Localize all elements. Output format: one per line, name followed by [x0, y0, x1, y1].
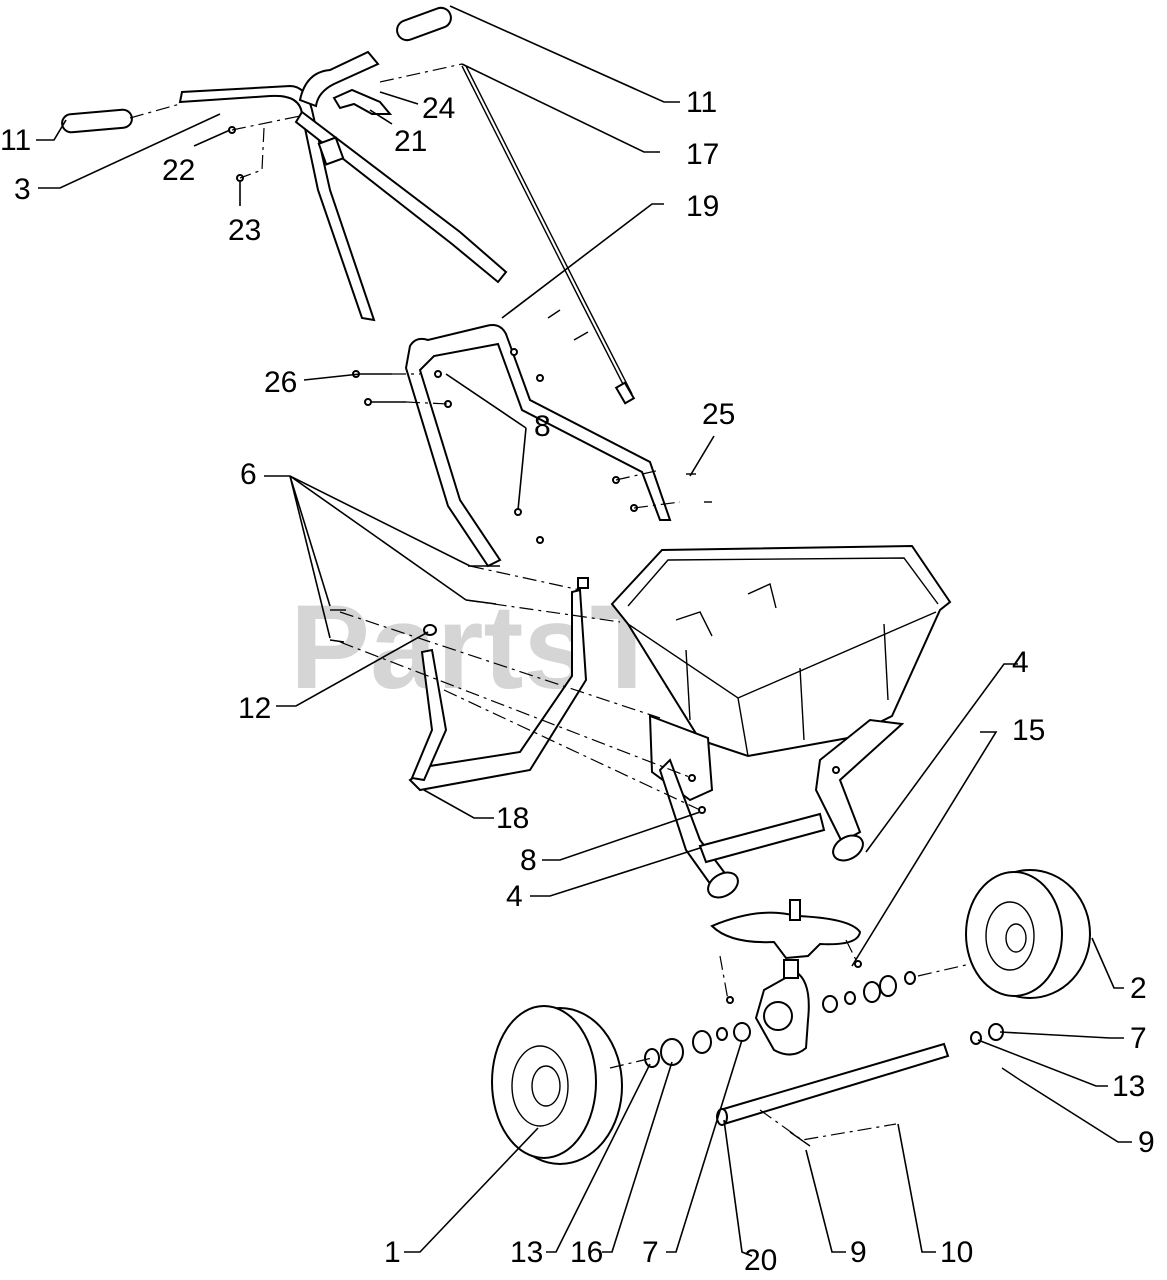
lower-handle	[404, 324, 672, 568]
lower-frame	[658, 718, 905, 899]
callouts: 11 3 22 23 24 21 11 17 19 26 8 25 6 12 1…	[0, 86, 1155, 1277]
callout-19: 19	[686, 190, 719, 223]
hardware-left	[644, 1022, 751, 1068]
grip-right	[396, 6, 452, 42]
callout-25: 25	[702, 398, 735, 431]
callout-13-lower: 13	[510, 1236, 543, 1269]
callout-7-right: 7	[1130, 1022, 1147, 1055]
control-cable	[461, 65, 636, 405]
front-frame	[408, 588, 588, 792]
callout-15: 15	[1012, 714, 1045, 747]
callout-17: 17	[686, 138, 719, 171]
callout-21: 21	[394, 125, 427, 158]
callout-1: 1	[384, 1236, 401, 1269]
callout-9-lower: 9	[850, 1236, 867, 1269]
hardware-right	[822, 971, 1004, 1045]
callout-2: 2	[1130, 972, 1147, 1005]
callout-23: 23	[228, 214, 261, 247]
grip-left	[61, 108, 133, 134]
spreader-plate	[710, 899, 862, 960]
axle	[716, 1042, 950, 1126]
callout-8-upper: 8	[534, 410, 551, 443]
callout-10: 10	[940, 1236, 973, 1269]
callout-22: 22	[162, 154, 195, 187]
callout-18: 18	[496, 802, 529, 835]
wheel-right	[965, 869, 1091, 999]
callout-16: 16	[570, 1236, 603, 1269]
handle-bracket	[332, 88, 393, 115]
callout-7-lower: 7	[642, 1236, 659, 1269]
callout-12: 12	[238, 692, 271, 725]
leader-lines	[36, 5, 1132, 1257]
callout-4-upper: 4	[1012, 646, 1029, 679]
callout-9-right: 9	[1138, 1126, 1155, 1159]
hopper	[610, 544, 952, 802]
callout-4-lower: 4	[506, 880, 523, 913]
callout-11-left: 11	[0, 124, 31, 157]
upper-handle	[178, 50, 508, 322]
callout-20: 20	[744, 1244, 777, 1277]
wheel-left	[491, 1005, 623, 1165]
callout-13-right: 13	[1112, 1070, 1145, 1103]
assembly-lines	[129, 63, 971, 1141]
callout-6: 6	[240, 458, 257, 491]
callout-24: 24	[422, 92, 455, 125]
callout-11-right: 11	[686, 86, 717, 119]
callout-8-lower: 8	[520, 844, 537, 877]
gearbox	[754, 959, 810, 1056]
callout-26: 26	[264, 366, 297, 399]
callout-3: 3	[14, 173, 31, 206]
